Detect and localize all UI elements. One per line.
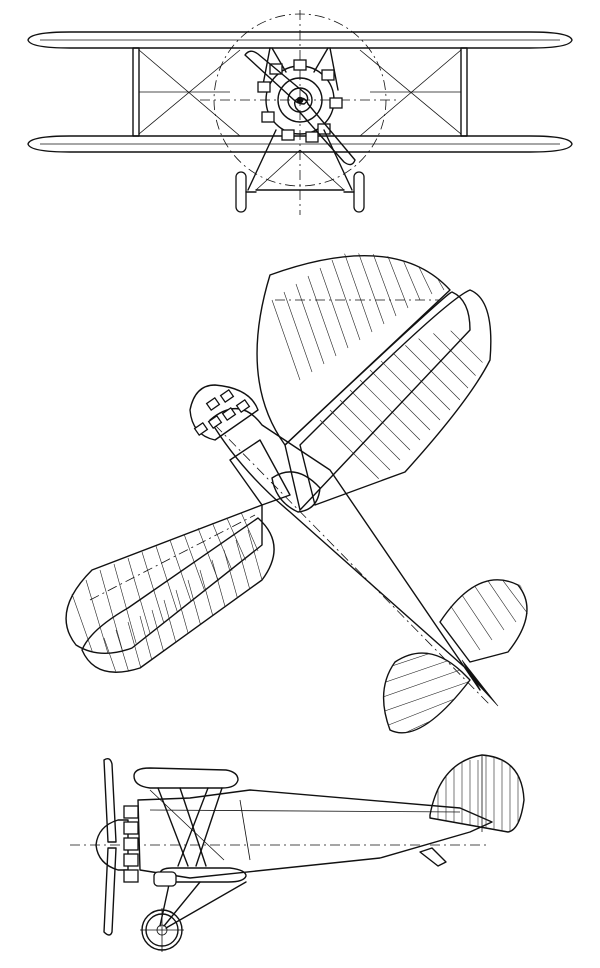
- front-view: [27, 10, 573, 215]
- side-view: [70, 754, 525, 952]
- propeller-blade-front: [244, 50, 356, 166]
- radial-engine-front: [257, 59, 343, 143]
- fin-hatching: [437, 756, 519, 832]
- llw-hatching: [71, 509, 262, 654]
- interplane-struts-front: [132, 47, 468, 137]
- stabA-hatching: [449, 579, 528, 651]
- lower-left-wing-plan: [81, 517, 275, 673]
- cylinders-plan: [193, 388, 251, 437]
- landing-gear-front: [235, 129, 365, 213]
- fin-rudder-side: [429, 754, 525, 833]
- upper-wing-plan: [65, 253, 471, 654]
- plan-view: [65, 253, 528, 734]
- wheel-side: [140, 908, 184, 952]
- ulw-hatching: [271, 253, 445, 381]
- cabane-struts-side: [149, 787, 225, 867]
- tailskid-side: [419, 847, 447, 867]
- propeller-side: [70, 757, 490, 936]
- tailplane-plan: [382, 579, 528, 734]
- engine-side: [123, 805, 139, 883]
- stabB-hatching: [383, 653, 469, 733]
- landing-gear-side: [153, 871, 247, 929]
- engine-cowl-plan: [189, 384, 259, 441]
- upper-wing-side: [133, 767, 239, 789]
